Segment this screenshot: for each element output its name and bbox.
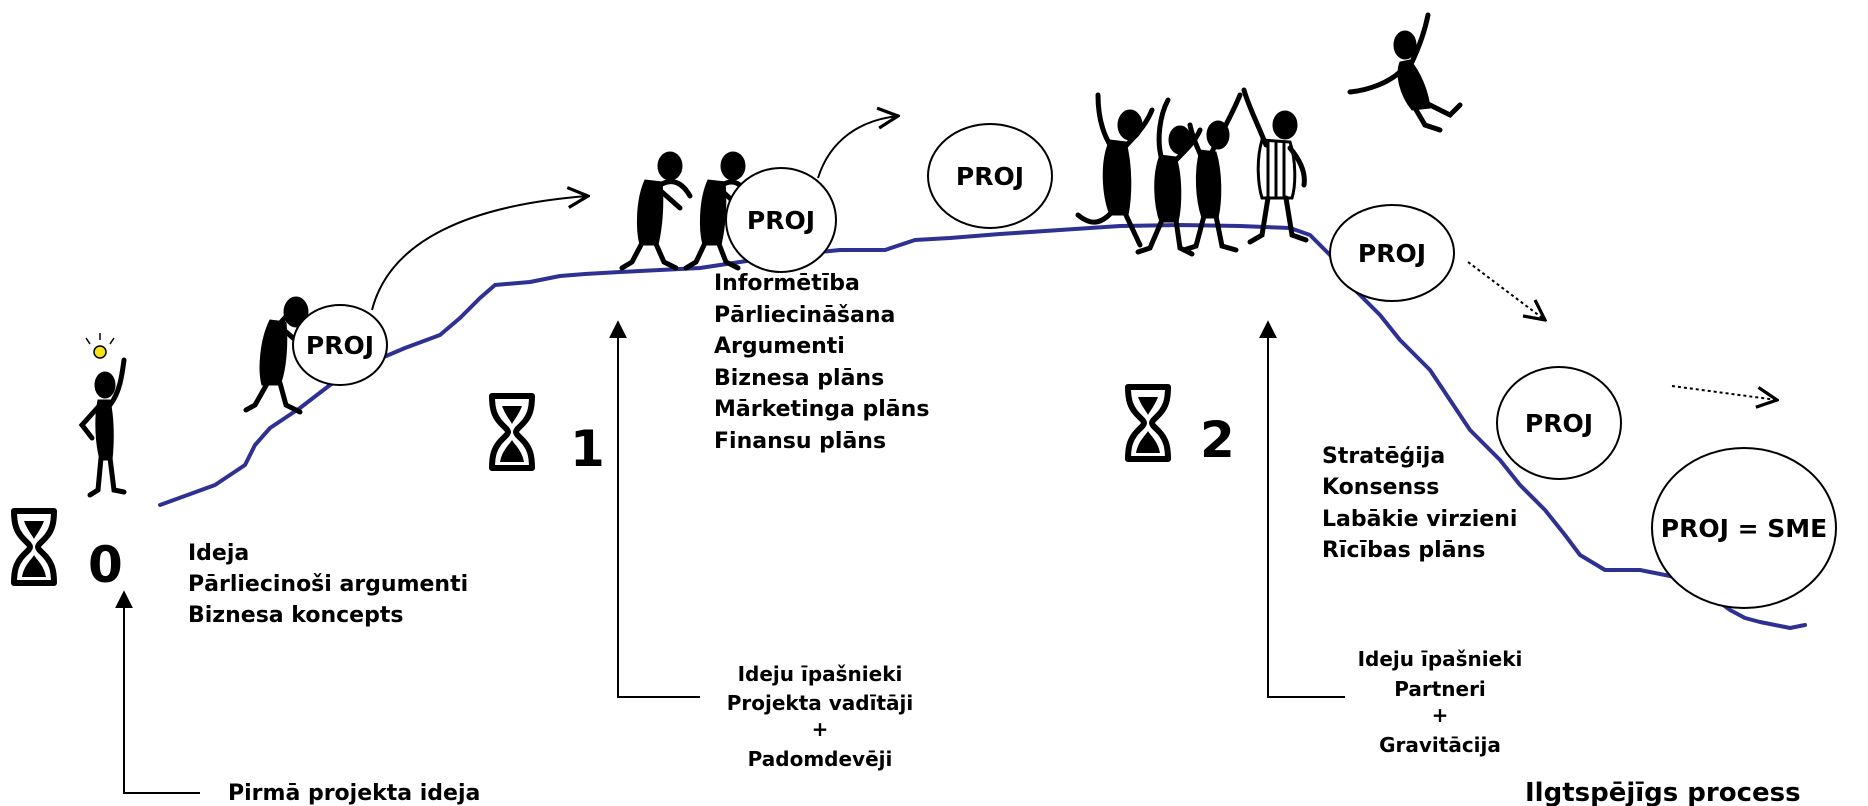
- group-2-line: +: [1432, 703, 1449, 727]
- proj-label-3: PROJ: [956, 162, 1024, 191]
- figure-celebrating-3: [1181, 92, 1243, 253]
- arrow-group-1: [609, 320, 700, 698]
- stage-number-2: 2: [1200, 411, 1235, 469]
- proj-label-4: PROJ: [1358, 239, 1426, 268]
- group-1-line: Ideju īpašnieki: [738, 662, 903, 686]
- figure-idea-person: [78, 333, 127, 498]
- group-1-line: Projekta vadītāji: [727, 691, 913, 715]
- figure-celebrating-2: [1135, 97, 1203, 257]
- stage-1-item: Argumenti: [714, 334, 845, 359]
- dotted-arrow-1: [1467, 261, 1545, 320]
- hourglass-icon-2: [1128, 387, 1168, 459]
- proj-circle-3: [927, 123, 1053, 229]
- stage-number-1: 1: [570, 420, 605, 478]
- stage-0-item: Ideja: [188, 541, 249, 566]
- figure-jumping: [1347, 12, 1463, 133]
- figure-pusher-2: [619, 151, 693, 271]
- group-1-line: Padomdevēji: [748, 747, 893, 771]
- group-2-line: Ideju īpašnieki: [1358, 647, 1523, 671]
- arrow-first-idea: [115, 590, 200, 794]
- sustainable-process-label: Ilgtspējīgs process: [1525, 778, 1801, 806]
- group-1-line: +: [812, 717, 829, 741]
- proj-label-1: PROJ: [306, 331, 374, 360]
- proj-label-2: PROJ: [747, 206, 815, 235]
- group-2-line: Partneri: [1394, 677, 1486, 701]
- proj-circle-6: [1651, 447, 1837, 609]
- stage-number-0: 0: [88, 536, 123, 594]
- stage-1-item: Biznesa plāns: [714, 366, 884, 391]
- stage-0-item: Pārliecinoši argumenti: [188, 572, 468, 597]
- proj-circle-4: [1329, 204, 1455, 302]
- stage-1-item: Finansu plāns: [714, 429, 886, 454]
- proj-circle-1: [292, 304, 388, 386]
- stage-1-item: Pārliecināšana: [714, 303, 895, 328]
- group-2-line: Gravitācija: [1379, 733, 1501, 757]
- first-idea-label: Pirmā projekta ideja: [228, 781, 480, 806]
- stage-2-item: Rīcības plāns: [1322, 538, 1485, 563]
- stage-0-item: Biznesa koncepts: [188, 603, 403, 628]
- arrow-group-2: [1259, 320, 1345, 698]
- proj-circle-2: [725, 167, 837, 273]
- hourglass-icon-0: [14, 511, 54, 583]
- stage-2-item: Labākie virzieni: [1322, 507, 1517, 532]
- dotted-arrow-2: [1671, 385, 1777, 400]
- stage-2-item: Konsenss: [1322, 475, 1439, 500]
- proj-label-5: PROJ: [1525, 409, 1593, 438]
- proj-label-6: PROJ = SME: [1661, 514, 1827, 543]
- figure-celebrating-1: [1075, 92, 1155, 248]
- figure-pusher-1: [243, 296, 309, 415]
- curved-arrow-1: [371, 196, 588, 311]
- lifecycle-curve: [158, 223, 1807, 630]
- figure-referee: [1241, 87, 1309, 245]
- stage-1-item: Informētība: [714, 271, 860, 296]
- stage-2-item: Stratēģija: [1322, 444, 1445, 469]
- stage-1-item: Mārketinga plāns: [714, 397, 929, 422]
- curved-arrow-2: [817, 116, 898, 179]
- figure-pusher-3: [683, 151, 751, 271]
- hourglass-icon-1: [492, 396, 532, 468]
- proj-circle-5: [1496, 366, 1622, 480]
